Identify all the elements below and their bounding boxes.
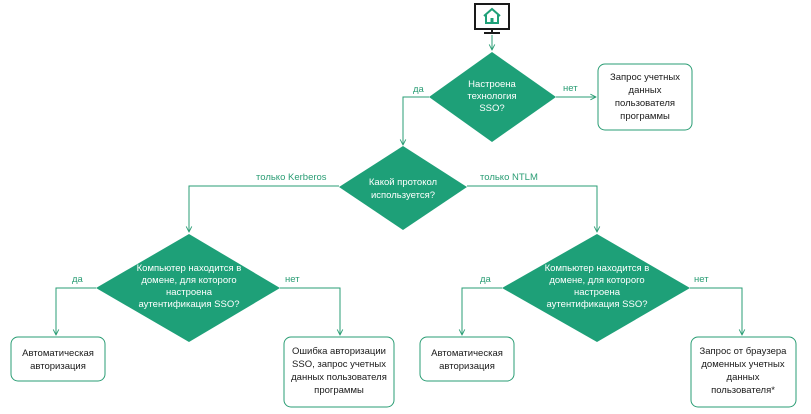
decision-sso-line-1: Настроена — [468, 79, 516, 90]
label-sso-no: нет — [563, 83, 578, 94]
box-error-line-2: SSO, запрос учетных — [292, 359, 386, 370]
decision-domain-right: Компьютер находится в домене, для которо… — [502, 234, 690, 342]
label-right-no: нет — [694, 274, 709, 285]
box-auto-right-line-1: Автоматическая — [431, 348, 503, 359]
edge-kerberos — [189, 185, 339, 232]
label-left-no: нет — [285, 274, 300, 285]
box-error-line-3: данных пользователя — [291, 372, 387, 383]
box-browser-line-4: пользователя* — [711, 385, 775, 396]
edge-right-no — [690, 287, 742, 335]
decision-sso-line-2: технология — [467, 91, 516, 102]
label-left-yes: да — [72, 274, 84, 285]
label-sso-yes: да — [413, 84, 425, 95]
label-only-kerberos: только Kerberos — [256, 172, 327, 183]
label-right-yes: да — [480, 274, 492, 285]
box-browser-line-1: Запрос от браузера — [700, 346, 788, 357]
box-request-app-line-2: данных — [629, 85, 662, 96]
edge-left-yes — [56, 287, 96, 335]
home-monitor-icon — [474, 3, 510, 34]
decision-sso-configured: Настроена технология SSO? — [429, 52, 556, 142]
decision-sso-line-3: SSO? — [479, 103, 504, 114]
box-error-line-1: Ошибка авторизации — [292, 346, 386, 357]
box-auto-auth-right: Автоматическая авторизация — [419, 336, 515, 382]
box-auto-left-line-2: авторизация — [30, 361, 86, 372]
edge-sso-yes — [403, 96, 429, 145]
decision-domain-right-line-3: настроена — [574, 287, 621, 298]
connectors — [56, 35, 742, 335]
box-browser-line-3: данных — [727, 372, 760, 383]
decision-domain-right-line-4: аутентификация SSO? — [546, 299, 647, 310]
edge-right-yes — [462, 287, 502, 335]
decision-protocol: Какой протокол используется? — [339, 146, 467, 230]
decision-protocol-line-1: Какой протокол — [369, 177, 437, 188]
decision-domain-right-line-2: домене, для которого — [549, 275, 644, 286]
decision-domain-right-line-1: Компьютер находится в — [545, 263, 650, 274]
box-request-app-line-1: Запрос учетных — [610, 72, 680, 83]
decision-domain-left: Компьютер находится в домене, для которо… — [96, 234, 280, 342]
box-request-app-credentials: Запрос учетных данных пользователя прогр… — [597, 63, 693, 131]
box-request-app-line-4: программы — [620, 111, 670, 122]
box-browser-request: Запрос от браузера доменных учетных данн… — [690, 336, 797, 408]
box-browser-line-2: доменных учетных — [701, 359, 784, 370]
decision-domain-left-line-2: домене, для которого — [141, 275, 236, 286]
box-error-line-4: программы — [314, 385, 364, 396]
box-auto-right-line-2: авторизация — [439, 361, 495, 372]
edge-ntlm — [467, 185, 597, 232]
edge-left-no — [280, 287, 340, 335]
decision-domain-left-line-3: настроена — [166, 287, 213, 298]
box-request-app-line-3: пользователя — [615, 98, 675, 109]
decision-domain-left-line-1: Компьютер находится в — [137, 263, 242, 274]
decision-protocol-line-2: используется? — [371, 190, 435, 201]
box-auto-left-line-1: Автоматическая — [22, 348, 94, 359]
decision-domain-left-line-4: аутентификация SSO? — [138, 299, 239, 310]
box-auto-auth-left: Автоматическая авторизация — [10, 336, 106, 382]
box-sso-error: Ошибка авторизации SSO, запрос учетных д… — [283, 336, 395, 408]
label-only-ntlm: только NTLM — [480, 172, 538, 183]
